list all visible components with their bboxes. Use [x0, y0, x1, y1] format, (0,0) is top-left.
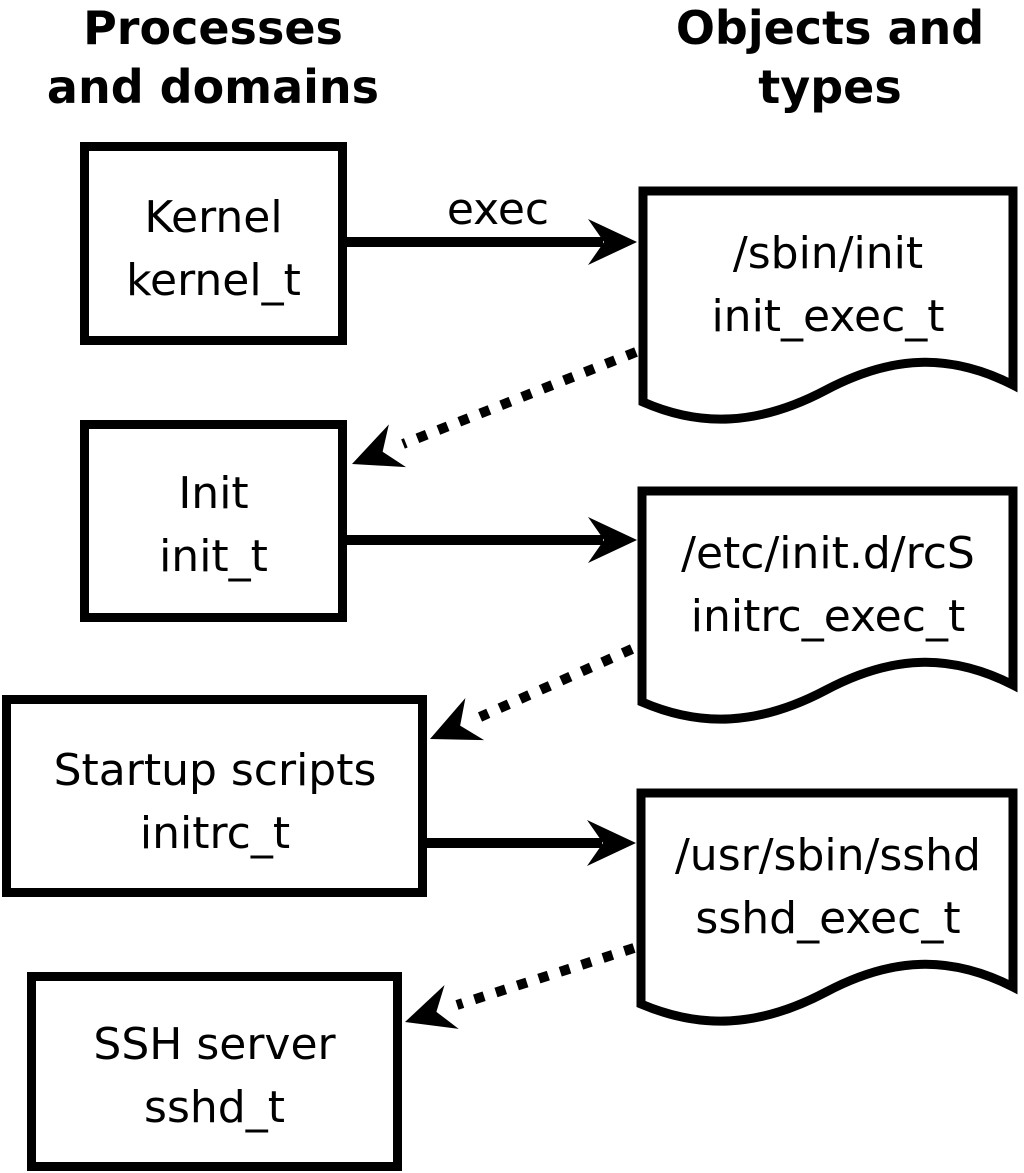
transition-arrow-sshd-exec-to-sshd — [405, 943, 636, 1029]
startup-scripts-box-label: Startup scripts — [54, 745, 377, 796]
kernel-box-label: Kernel — [144, 192, 282, 243]
ssh-server-box — [27, 972, 402, 1171]
usr-sbin-sshd-document-label: /usr/sbin/sshd — [675, 830, 981, 881]
ssh-server-box-domain: sshd_t — [144, 1082, 285, 1133]
sbin-init-document-label: /sbin/init — [733, 228, 923, 279]
etc-initd-rcs-document-type: initrc_exec_t — [691, 591, 965, 642]
right-column-heading-line2: types — [758, 60, 901, 114]
object-node-etc-initd-rcs: /etc/init.d/rcS initrc_exec_t — [637, 486, 1018, 724]
transition-arrow-line — [401, 347, 638, 449]
dotted-arrowhead-icon — [352, 424, 407, 468]
exec-arrow-init-to-initrc-exec — [347, 517, 637, 563]
process-node-startup-scripts: Startup scripts initrc_t — [2, 695, 427, 897]
transition-arrow-init-exec-to-init — [352, 347, 638, 468]
init-box — [80, 420, 347, 622]
init-box-domain: init_t — [159, 531, 268, 582]
sbin-init-document-shape — [638, 186, 1018, 424]
sbin-init-document-type: init_exec_t — [711, 291, 944, 342]
object-node-sbin-init: /sbin/init init_exec_t — [638, 186, 1018, 424]
usr-sbin-sshd-document-type: sshd_exec_t — [695, 893, 960, 944]
process-node-init: Init init_t — [80, 420, 347, 622]
object-node-usr-sbin-sshd: /usr/sbin/sshd sshd_exec_t — [636, 788, 1018, 1026]
exec-arrow-kernel-to-init-exec — [347, 219, 637, 265]
exec-arrow-initrc-to-sshd-exec — [427, 820, 636, 866]
process-node-kernel: Kernel kernel_t — [80, 142, 347, 345]
etc-initd-rcs-document-shape — [637, 486, 1018, 724]
kernel-box — [80, 142, 347, 345]
solid-arrowhead-icon — [588, 219, 637, 265]
solid-arrowhead-icon — [588, 517, 637, 563]
init-box-label: Init — [178, 468, 248, 519]
transition-arrow-line — [455, 943, 636, 1010]
transition-arrow-initrc-exec-to-initrc — [430, 644, 635, 741]
process-node-ssh-server: SSH server sshd_t — [27, 972, 402, 1171]
transition-arrow-line — [477, 644, 635, 722]
right-column-heading-line1: Objects and — [676, 1, 984, 55]
solid-arrowhead-icon — [587, 820, 636, 866]
etc-initd-rcs-document-label: /etc/init.d/rcS — [681, 528, 975, 579]
left-column-heading-line1: Processes — [83, 1, 343, 55]
left-column-heading-line2: and domains — [47, 60, 379, 114]
startup-scripts-box — [2, 695, 427, 897]
startup-scripts-box-domain: initrc_t — [140, 808, 290, 859]
kernel-box-domain: kernel_t — [126, 255, 301, 306]
usr-sbin-sshd-document-shape — [636, 788, 1018, 1026]
exec-arrow-label: exec — [447, 184, 549, 235]
ssh-server-box-label: SSH server — [93, 1019, 336, 1070]
dotted-arrowhead-icon — [405, 985, 459, 1029]
dotted-arrowhead-icon — [430, 698, 485, 741]
